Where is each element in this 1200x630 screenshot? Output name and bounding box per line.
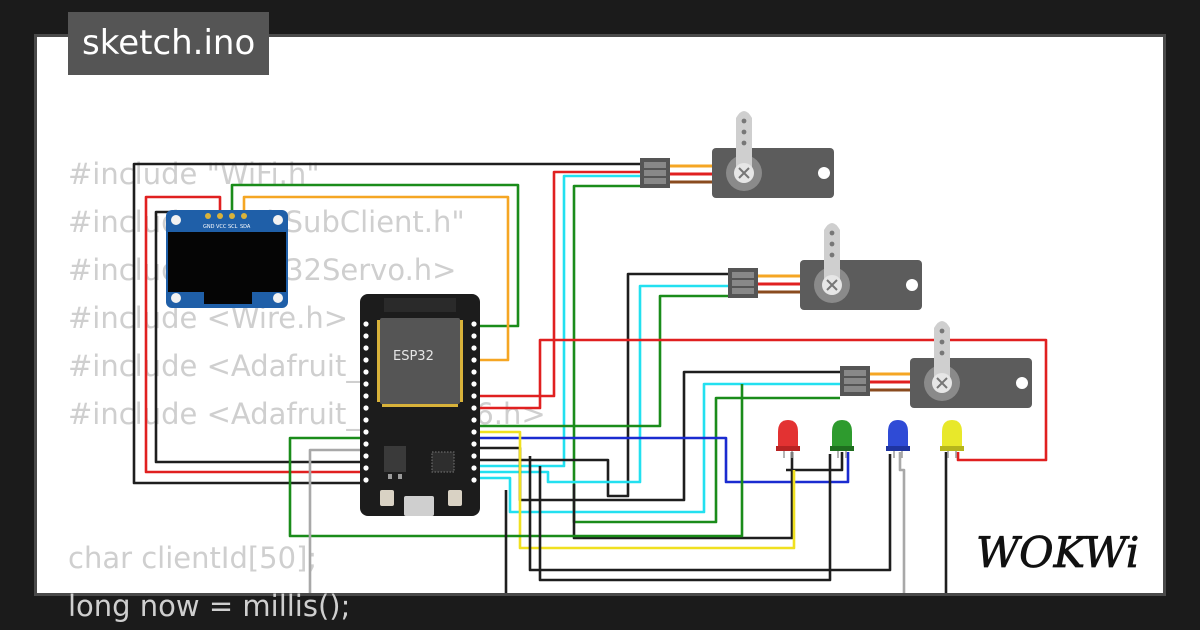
wire-red xyxy=(476,170,640,398)
oled-display[interactable]: GND VCC SCL SDA xyxy=(166,210,288,308)
code-line: char clientId[50]; xyxy=(68,541,318,575)
oled-pin-label: VCC xyxy=(216,224,227,230)
wire-cyan xyxy=(476,284,728,484)
led-green[interactable] xyxy=(830,420,854,458)
oled-pin-label: SCL xyxy=(228,224,238,230)
oled-screen xyxy=(168,232,286,292)
wire-black xyxy=(132,162,640,485)
wire-cyan xyxy=(476,382,840,514)
oled-pin-label: SDA xyxy=(240,224,251,230)
wire-orange xyxy=(242,195,510,362)
wire-red xyxy=(476,338,1048,462)
wire-red xyxy=(144,195,364,474)
servo-3[interactable] xyxy=(840,321,1032,408)
diagram-card xyxy=(34,34,1166,596)
wire-green xyxy=(288,384,744,538)
oled-pins xyxy=(205,213,247,219)
usb-port xyxy=(404,496,434,516)
led-blue[interactable] xyxy=(886,420,910,458)
esp32-label: ESP32 xyxy=(393,349,434,364)
wire-black xyxy=(528,454,892,572)
wire-black xyxy=(572,452,794,540)
wire-green xyxy=(572,184,840,524)
wokwi-logo-text: WOKWi xyxy=(976,528,1139,577)
wire-gray xyxy=(308,448,364,593)
wire-black xyxy=(538,454,832,582)
reset-button[interactable] xyxy=(448,490,462,506)
esp32-board[interactable]: ESP32 xyxy=(360,294,480,516)
servo-1[interactable] xyxy=(640,111,834,198)
wire-black xyxy=(786,452,844,472)
wire-green xyxy=(476,294,728,428)
oled-pin-label: GND xyxy=(203,224,215,230)
led-yellow[interactable] xyxy=(940,420,964,458)
servo-2[interactable] xyxy=(728,223,922,310)
wire-gray xyxy=(898,452,906,593)
wire-yellow xyxy=(476,430,796,550)
wire-green xyxy=(230,183,520,328)
led-red[interactable] xyxy=(776,420,800,458)
wire-black xyxy=(476,370,840,502)
file-tab[interactable]: sketch.ino xyxy=(68,12,270,75)
esp32-module xyxy=(380,318,460,404)
wire-cyan xyxy=(476,174,640,468)
file-tab-label: sketch.ino xyxy=(82,23,256,63)
boot-button[interactable] xyxy=(380,490,394,506)
wokwi-logo: WOKWi xyxy=(976,528,1140,578)
wire-black xyxy=(476,272,728,498)
code-line: long now = millis(); xyxy=(68,589,351,623)
wire-blue xyxy=(476,436,850,484)
